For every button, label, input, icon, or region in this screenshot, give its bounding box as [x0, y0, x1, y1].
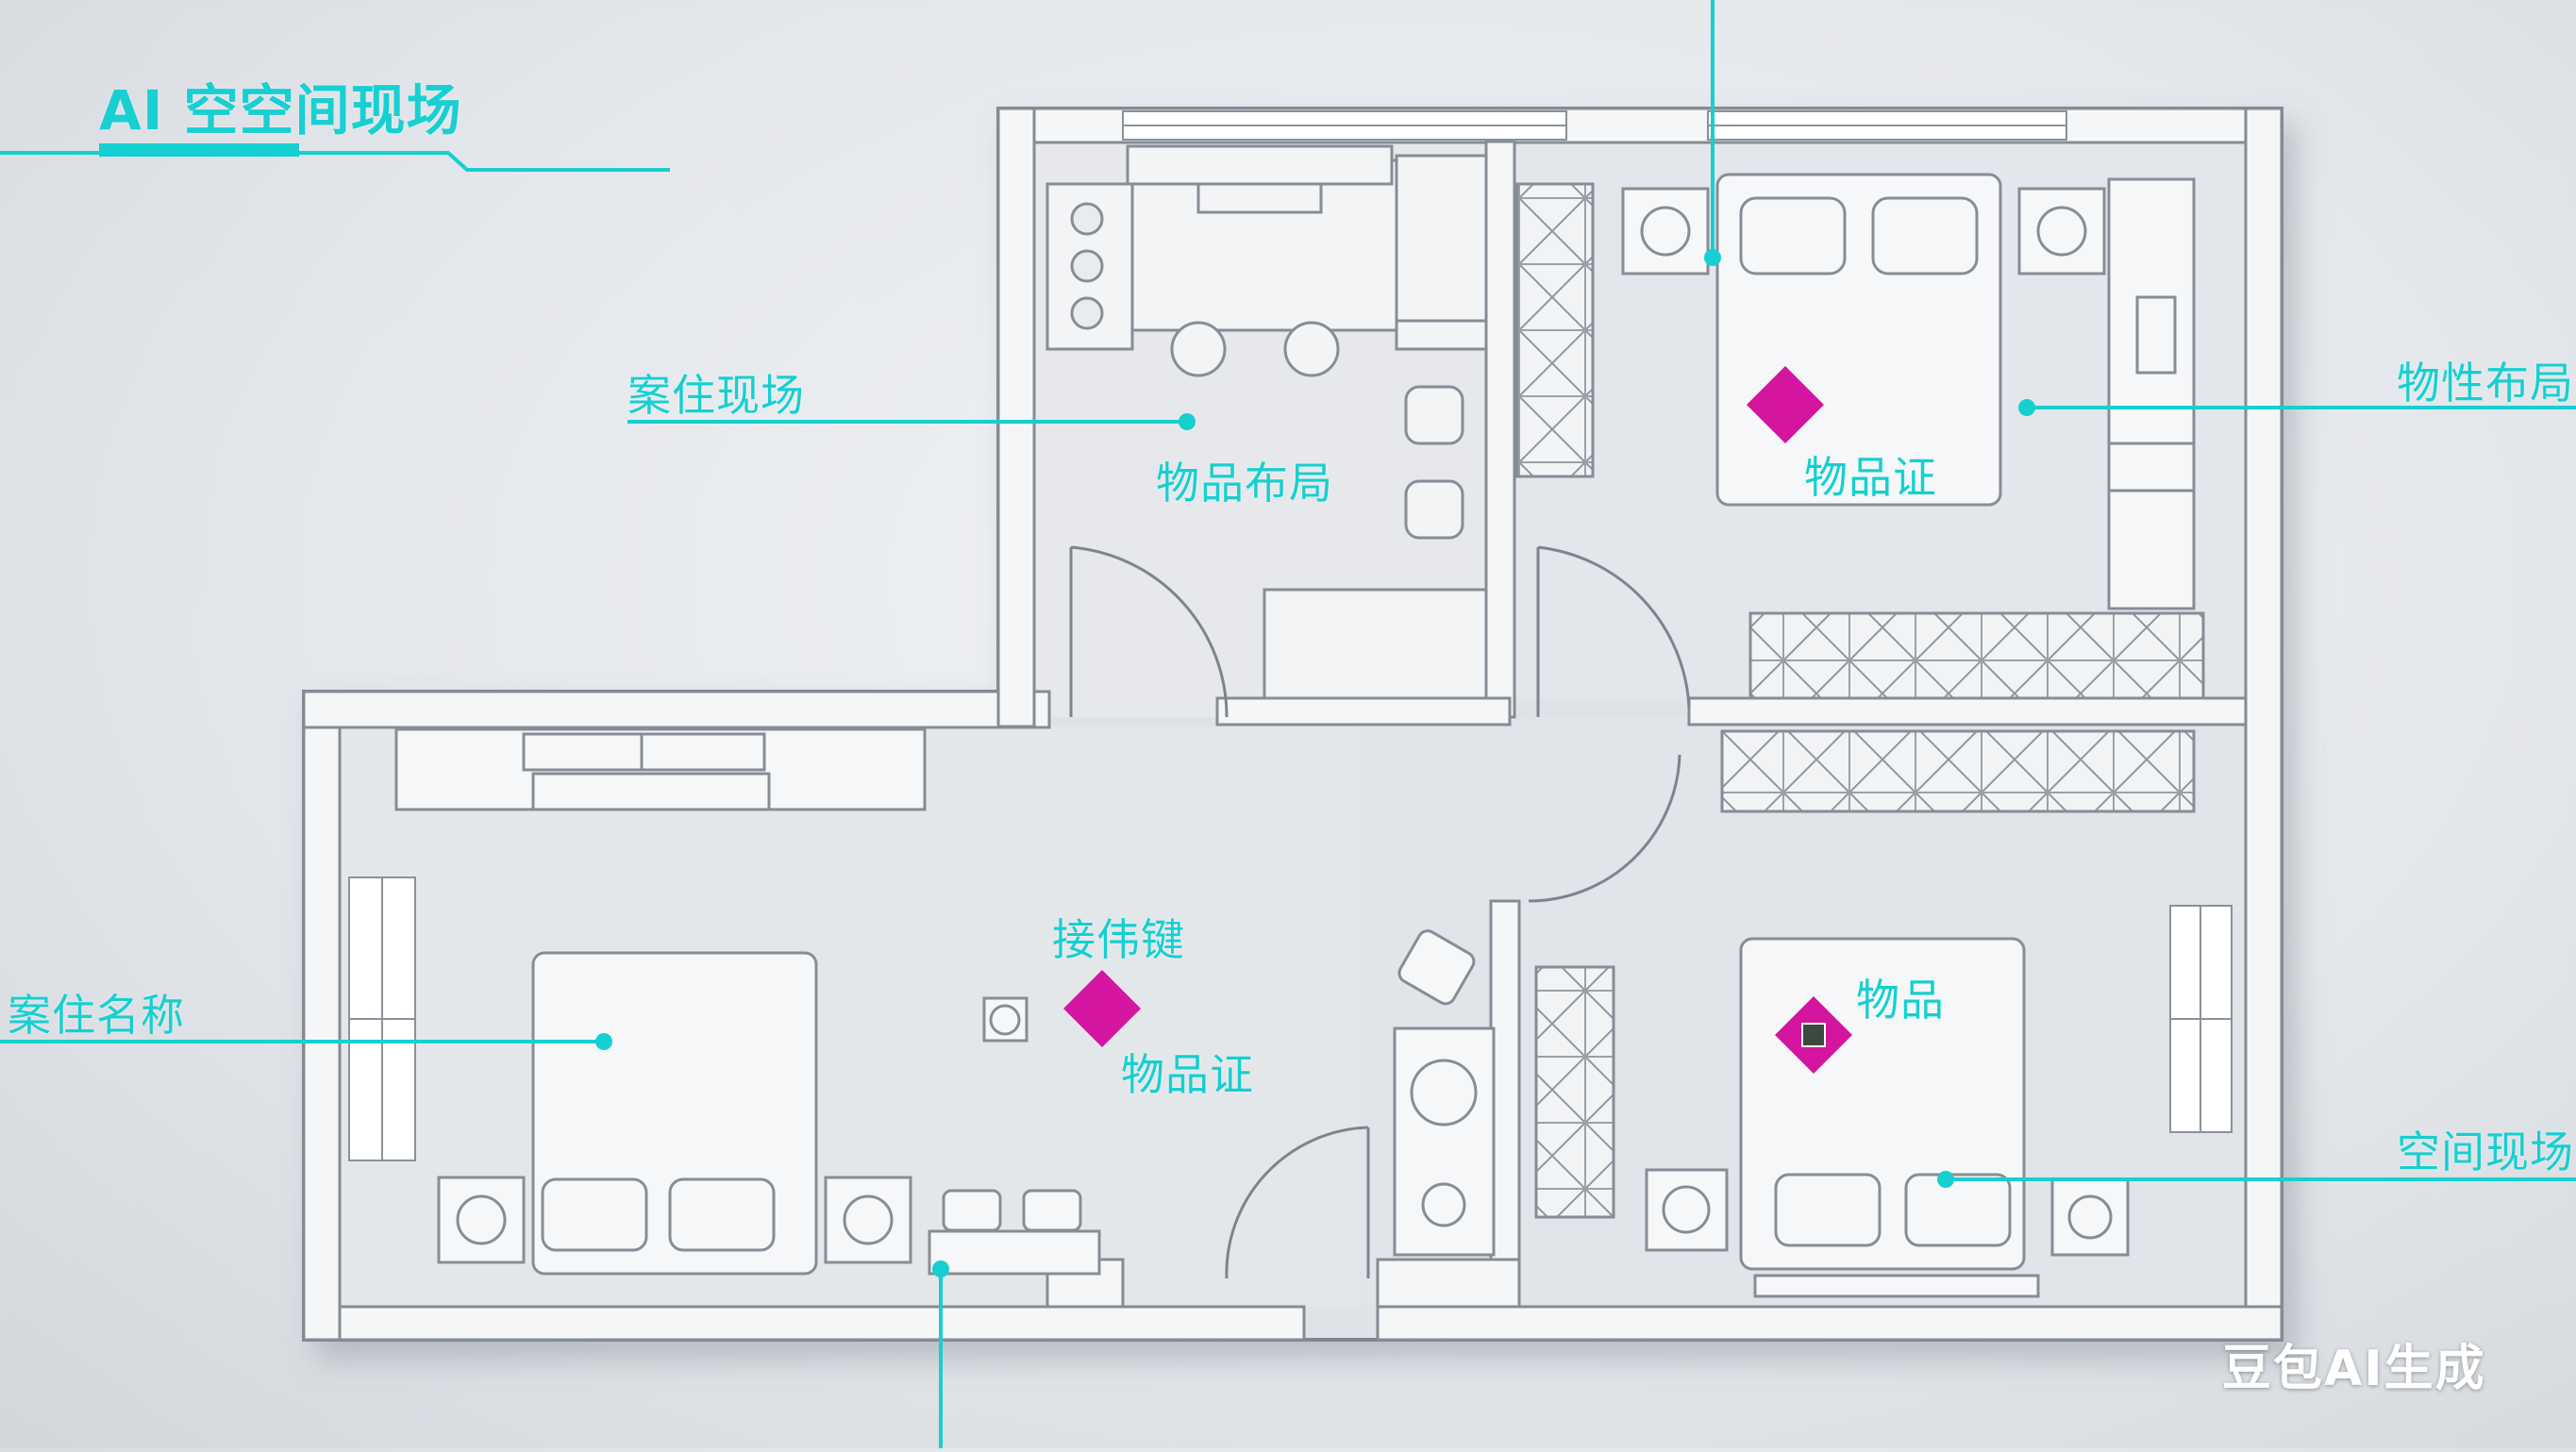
bathroom-appliances — [1393, 1026, 1496, 1257]
marker-bedroom-top — [1746, 365, 1825, 444]
diagram-title: AI 空空间现场 — [99, 78, 462, 142]
callout-item-cert-living: 物品证 — [1121, 1049, 1254, 1100]
callout-item-layout: 物品布局 — [1156, 458, 1333, 509]
walls — [302, 107, 2283, 1342]
evidence-markers — [1062, 365, 1853, 1075]
callout-item-cert-top: 物品证 — [1804, 452, 1937, 503]
kitchen-furniture — [1045, 144, 1488, 700]
marker-photo-icon — [1801, 1023, 1826, 1047]
watermark: 豆包AI生成 — [2222, 1341, 2486, 1397]
callout-dots — [595, 249, 2035, 1277]
callout-case-name: 案住名称 — [8, 990, 185, 1041]
callout-property-layout: 物性布局 — [2397, 358, 2574, 409]
callout-case-scene: 案住现场 — [627, 370, 805, 421]
shelving-units — [1515, 182, 2205, 1219]
callout-space-scene: 空间现场 — [2397, 1127, 2574, 1177]
callout-key-label: 接伟键 — [1052, 914, 1185, 965]
windows — [348, 110, 2233, 1161]
callout-item: 物品 — [1856, 975, 1945, 1026]
marker-living — [1062, 969, 1142, 1048]
door-swings — [1069, 545, 1691, 1279]
